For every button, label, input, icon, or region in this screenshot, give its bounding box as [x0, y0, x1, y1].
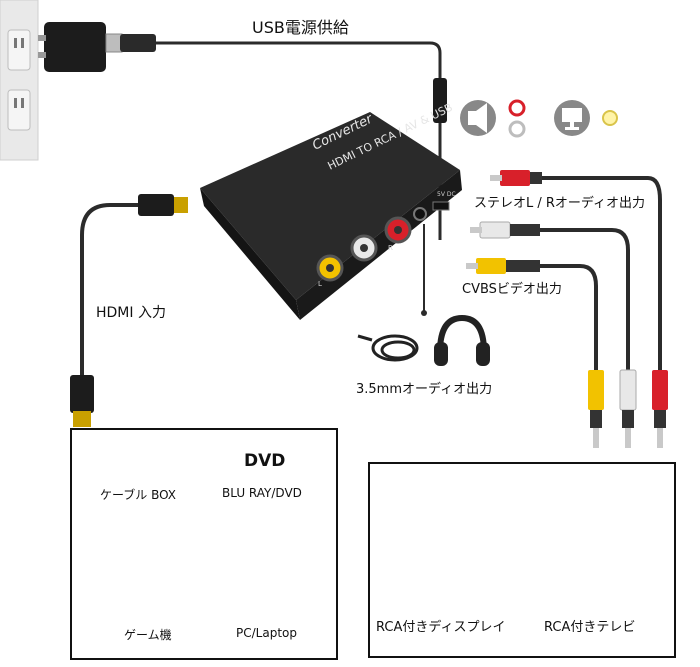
usb-plug	[433, 78, 447, 123]
rca-plug-red-bottom	[652, 370, 668, 448]
hdmi-input-label: HDMI 入力	[96, 305, 166, 321]
rca-plug-white-top	[470, 221, 540, 239]
stereo-output-label: ステレオL / Rオーディオ出力	[474, 196, 646, 211]
device-port-r: R	[388, 244, 393, 252]
hdmi-plug-top	[138, 194, 188, 216]
game-console-label: ゲーム機	[124, 628, 172, 642]
hdmi-plug-bottom	[70, 375, 94, 427]
rca-plug-red-top	[490, 170, 542, 186]
rca-plug-yellow-top	[466, 258, 540, 274]
display-devices-box	[368, 462, 676, 658]
rca-tv-label: RCA付きテレビ	[544, 620, 636, 635]
converter-device	[200, 112, 462, 320]
cable-box-label: ケーブル BOX	[100, 488, 177, 502]
pc-laptop-label: PC/Laptop	[236, 626, 297, 640]
aux-cable-coil	[357, 334, 419, 362]
wall-outlet-icon	[0, 0, 39, 161]
audio-35-output-label: 3.5mmオーディオ出力	[356, 382, 493, 397]
rca-plug-yellow-bottom	[588, 370, 604, 448]
audio-white-dot	[508, 120, 526, 138]
usb-cable	[156, 41, 442, 240]
hdmi-cable	[80, 203, 170, 380]
headphones-icon	[434, 314, 490, 366]
usb-power-adapter	[38, 22, 156, 72]
rca-display-label: RCA付きディスプレイ	[376, 620, 506, 635]
device-dc-label: 5V DC	[437, 191, 456, 198]
audio-red-dot	[508, 99, 526, 117]
usb-power-label: USB電源供給	[252, 18, 349, 37]
bluray-label: BLU RAY/DVD	[222, 486, 302, 500]
source-devices-box	[70, 428, 338, 660]
monitor-icon	[554, 100, 590, 136]
cvbs-output-label: CVBSビデオ出力	[462, 282, 562, 297]
dvd-logo-text: DVD	[244, 451, 286, 471]
rca-plug-white-bottom	[619, 369, 637, 448]
video-yellow-dot	[602, 110, 618, 126]
speaker-icon	[460, 100, 496, 136]
device-port-l: L	[318, 280, 322, 288]
